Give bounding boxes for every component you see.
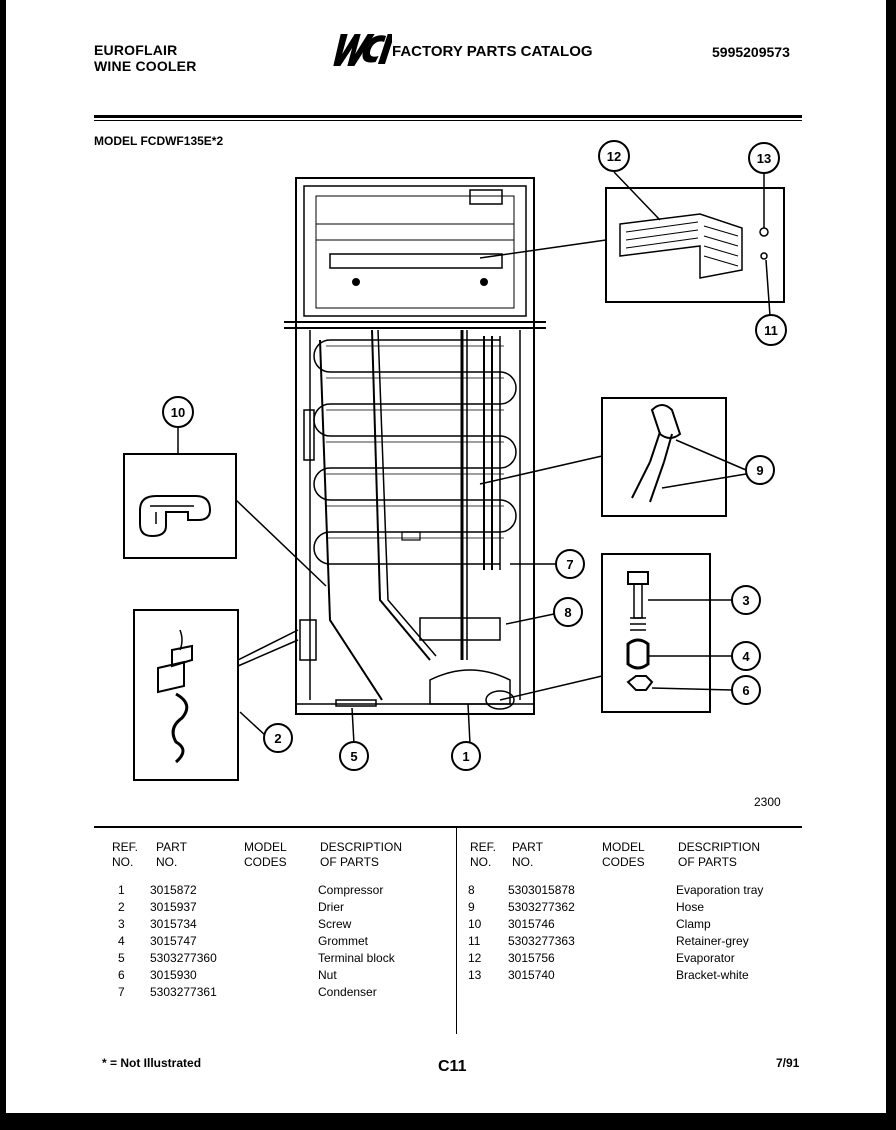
table-cell: 6 bbox=[118, 968, 125, 982]
table-cell: Compressor bbox=[318, 883, 384, 897]
table-cell: Clamp bbox=[676, 917, 711, 931]
header-rule bbox=[94, 115, 802, 118]
table-cell: Evaporation tray bbox=[676, 883, 764, 897]
page-code: C11 bbox=[438, 1058, 467, 1075]
scan-border-bottom bbox=[0, 1113, 896, 1130]
callout-7: 7 bbox=[566, 557, 573, 572]
callout-3: 3 bbox=[742, 593, 749, 608]
table-cell: 3 bbox=[118, 917, 125, 931]
table-cell: Retainer-grey bbox=[676, 934, 749, 948]
table-cell: Drier bbox=[318, 900, 344, 914]
callout-6: 6 bbox=[742, 683, 749, 698]
table-cell: Screw bbox=[318, 917, 352, 931]
table-cell: 13 bbox=[468, 968, 482, 982]
table-cell: 3015746 bbox=[508, 917, 555, 931]
parts-right-desc-col: Evaporation tray Hose Clamp Retainer-gre… bbox=[676, 882, 763, 984]
figure-code: 2300 bbox=[754, 795, 781, 809]
table-cell: 2 bbox=[118, 900, 125, 914]
table-cell: 8 bbox=[468, 883, 475, 897]
table-cell: 3015740 bbox=[508, 968, 555, 982]
table-cell: 3015930 bbox=[150, 968, 197, 982]
table-cell: 5303277362 bbox=[508, 900, 575, 914]
terminal-block bbox=[335, 699, 377, 707]
table-cell: 3015756 bbox=[508, 951, 555, 965]
detail-screw bbox=[601, 553, 711, 713]
detail-drier bbox=[133, 609, 239, 781]
table-cell: 5303277360 bbox=[150, 951, 217, 965]
brand-name: EUROFLAIR bbox=[94, 42, 178, 58]
detail-clamp bbox=[123, 453, 237, 559]
callouts bbox=[162, 140, 787, 771]
scan-border-left bbox=[0, 0, 6, 1130]
callout-12: 12 bbox=[607, 149, 621, 164]
table-cell: 11 bbox=[468, 934, 481, 948]
header-ref-right: REF.NO. bbox=[470, 840, 497, 869]
revision-date: 7/91 bbox=[776, 1056, 800, 1070]
table-cell: 5303015878 bbox=[508, 883, 575, 897]
table-cell: 4 bbox=[118, 934, 125, 948]
callout-11: 11 bbox=[764, 323, 778, 338]
parts-left-ref-col: 1 2 3 4 5 6 7 bbox=[118, 882, 125, 1001]
callout-9: 9 bbox=[756, 463, 763, 478]
table-cell: Grommet bbox=[318, 934, 369, 948]
callout-13: 13 bbox=[757, 151, 771, 166]
table-cell: Hose bbox=[676, 900, 705, 914]
callout-4: 4 bbox=[742, 649, 750, 664]
table-cell: 5303277361 bbox=[150, 985, 217, 999]
callout-2: 2 bbox=[274, 731, 281, 746]
table-cell: Condenser bbox=[318, 985, 377, 999]
cabinet-outline bbox=[295, 177, 535, 715]
not-illustrated-note: * = Not Illustrated bbox=[102, 1056, 202, 1070]
table-cell: 3015872 bbox=[150, 883, 197, 897]
evaporation-tray bbox=[419, 617, 501, 641]
table-cell: 3015747 bbox=[150, 934, 197, 948]
callout-8: 8 bbox=[564, 605, 571, 620]
brand-block: EUROFLAIR WINE COOLER bbox=[94, 42, 197, 74]
scan-border-right bbox=[886, 0, 896, 1130]
header-rule-thin bbox=[94, 120, 802, 121]
table-cell: 12 bbox=[468, 951, 482, 965]
table-cell: 3015937 bbox=[150, 900, 197, 914]
table-cell: 10 bbox=[468, 917, 482, 931]
parts-table-divider bbox=[456, 826, 457, 1034]
callout-10: 10 bbox=[171, 405, 185, 420]
parts-right-part-col: 5303015878 5303277362 3015746 5303277363… bbox=[508, 882, 575, 984]
callout-1: 1 bbox=[462, 749, 469, 764]
table-cell: 5303277363 bbox=[508, 934, 575, 948]
callout-5: 5 bbox=[350, 749, 357, 764]
product-type: WINE COOLER bbox=[94, 58, 197, 74]
table-cell: Terminal block bbox=[318, 951, 395, 965]
top-compartment bbox=[303, 185, 527, 317]
condenser-coil bbox=[313, 339, 517, 565]
table-cell: Nut bbox=[318, 968, 337, 982]
drier bbox=[299, 619, 317, 661]
parts-left-part-col: 3015872 3015937 3015734 3015747 53032773… bbox=[150, 882, 217, 1001]
wci-logo bbox=[333, 34, 392, 66]
table-cell: 5 bbox=[118, 951, 125, 965]
table-cell: Bracket-white bbox=[676, 968, 749, 982]
parts-left-desc-col: Compressor Drier Screw Grommet Terminal … bbox=[318, 882, 395, 1001]
catalog-title: FACTORY PARTS CATALOG bbox=[392, 43, 593, 60]
table-cell: 1 bbox=[118, 883, 125, 897]
detail-hose bbox=[601, 397, 727, 517]
table-cell: 7 bbox=[118, 985, 125, 999]
parts-table bbox=[94, 826, 802, 1036]
detail-evaporator bbox=[605, 187, 785, 303]
table-cell: Evaporator bbox=[676, 951, 735, 965]
table-cell: 9 bbox=[468, 900, 475, 914]
header-ref-left: REF.NO. bbox=[112, 840, 139, 869]
parts-right-ref-col: 8 9 10 11 12 13 bbox=[468, 882, 481, 984]
catalog-number: 5995209573 bbox=[712, 44, 790, 60]
table-cell: 3015734 bbox=[150, 917, 197, 931]
model-number: MODEL FCDWF135E*2 bbox=[94, 134, 224, 148]
compressor bbox=[429, 669, 511, 705]
